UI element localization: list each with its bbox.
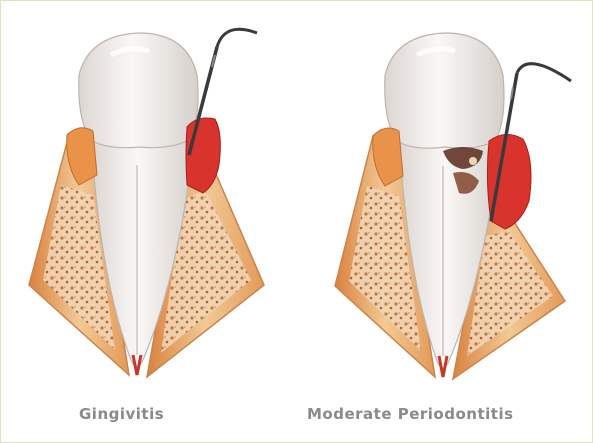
caption-moderate-periodontitis: Moderate Periodontitis [307, 405, 514, 423]
gingivitis-illustration [19, 15, 279, 395]
caption-gingivitis: Gingivitis [79, 405, 164, 423]
inflamed-gum [487, 134, 531, 229]
periodontitis-illustration [323, 11, 583, 395]
